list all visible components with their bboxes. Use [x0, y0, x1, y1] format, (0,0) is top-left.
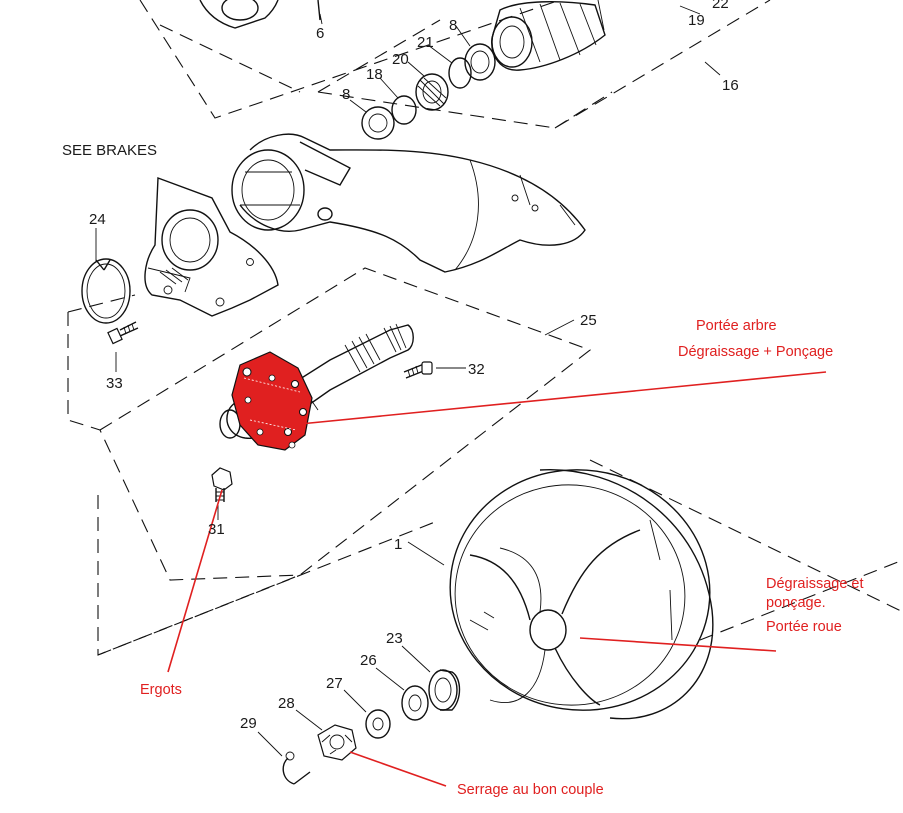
wheel-1: [449, 469, 714, 720]
callout-1: 1: [394, 536, 402, 553]
callout-26: 26: [360, 652, 377, 669]
callout-24: 24: [89, 211, 106, 228]
seal-23: [428, 669, 461, 711]
callout-22: 22: [712, 0, 729, 12]
annotation-wheel-action-1: Dégraissage et: [766, 576, 864, 592]
washer-26: [401, 685, 429, 721]
callout-6: 6: [316, 25, 324, 42]
boot-part-16: [491, 0, 606, 71]
castle-nut-28: [317, 724, 357, 761]
swing-arm: [231, 133, 586, 273]
callout-8-upper: 8: [449, 17, 457, 34]
callout-25: 25: [580, 312, 597, 329]
shaft-dashed-box: [67, 267, 592, 581]
bearing-ring-8-right: [464, 43, 496, 81]
callout-8-lower: 8: [342, 86, 350, 103]
callout-31: 31: [208, 521, 225, 538]
snap-ring-21: [448, 57, 472, 89]
cotter-pin-29: [282, 751, 311, 785]
hub-flange: [231, 351, 313, 451]
see-brakes-label: SEE BRAKES: [62, 142, 157, 159]
annotation-shaft-title: Portée arbre: [696, 318, 777, 334]
callout-18: 18: [366, 66, 383, 83]
callout-leaders: [95, 5, 721, 757]
annotation-leaders: [167, 371, 827, 787]
callout-19: 19: [688, 12, 705, 29]
top-axle-part-6: [199, 0, 321, 29]
brake-plate: [144, 177, 279, 317]
callout-16: 16: [722, 77, 739, 94]
bolt-33: [107, 321, 139, 345]
upper-dashed-box: [139, 0, 771, 129]
annotation-torque: Serrage au bon couple: [457, 782, 604, 798]
bolt-32: [403, 361, 433, 379]
bearing-ring-8-left: [361, 106, 395, 140]
snap-ring-24: [81, 258, 131, 324]
callout-29: 29: [240, 715, 257, 732]
callout-23: 23: [386, 630, 403, 647]
annotation-shaft-action: Dégraissage + Ponçage: [678, 344, 833, 360]
annotation-wheel-title: Portée roue: [766, 619, 842, 635]
callout-32: 32: [468, 361, 485, 378]
snap-ring-18: [391, 95, 417, 125]
stud-31: [211, 467, 233, 502]
callout-28: 28: [278, 695, 295, 712]
annotation-wheel-action-2: ponçage.: [766, 595, 826, 611]
washer-27: [365, 709, 391, 739]
callout-20: 20: [392, 51, 409, 68]
callout-33: 33: [106, 375, 123, 392]
annotation-lugs: Ergots: [140, 682, 182, 698]
needle-bearing-20: [415, 73, 449, 111]
callout-27: 27: [326, 675, 343, 692]
callout-21: 21: [417, 34, 434, 51]
